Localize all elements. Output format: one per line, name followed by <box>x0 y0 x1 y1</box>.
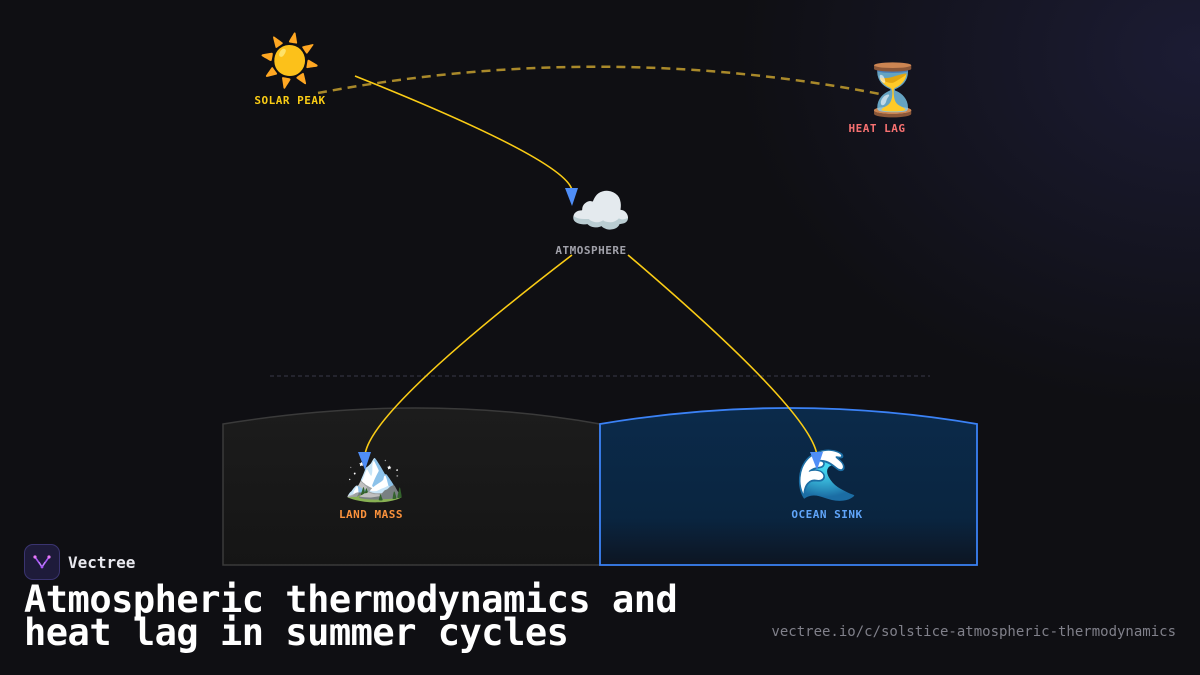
edge-solar-to-heat-lag <box>317 65 881 96</box>
cloud-icon: ☁️ <box>570 182 632 240</box>
node-label-atmosphere: ATMOSPHERE <box>555 244 626 257</box>
arrowhead-atmosphere <box>565 188 578 206</box>
node-land-mass: 🏔️ LAND MASS <box>339 446 406 521</box>
node-atmosphere: ☁️ ATMOSPHERE <box>555 182 632 257</box>
mountain-icon: 🏔️ <box>344 446 406 504</box>
node-solar-peak: ☀️ SOLAR PEAK <box>254 31 325 107</box>
ocean-region <box>599 407 978 566</box>
edge-atmosphere-to-ocean <box>627 254 818 456</box>
edge-atmosphere-to-land <box>364 254 573 456</box>
node-label-solar-peak: SOLAR PEAK <box>254 94 325 107</box>
sun-icon: ☀️ <box>259 31 321 91</box>
node-label-land-mass: LAND MASS <box>339 508 403 521</box>
node-ocean-sink: 🌊 OCEAN SINK <box>791 446 862 521</box>
node-label-ocean-sink: OCEAN SINK <box>791 508 862 521</box>
node-label-heat-lag: HEAT LAG <box>849 122 906 135</box>
node-heat-lag: ⏳ HEAT LAG <box>849 61 925 135</box>
land-region <box>222 407 601 566</box>
vectree-logo-icon <box>24 544 60 580</box>
brand-name: Vectree <box>68 552 136 572</box>
wave-icon: 🌊 <box>796 446 858 504</box>
source-url[interactable]: vectree.io/c/solstice-atmospheric-thermo… <box>771 624 1176 640</box>
hourglass-icon: ⏳ <box>862 61 924 119</box>
brand[interactable]: Vectree <box>24 544 135 580</box>
page-title: Atmospheric thermodynamics and heat lag … <box>24 578 678 654</box>
arrowhead-land-mass <box>358 452 371 470</box>
edge-solar-to-atmosphere <box>354 75 573 191</box>
arrowhead-ocean-sink <box>810 452 823 470</box>
